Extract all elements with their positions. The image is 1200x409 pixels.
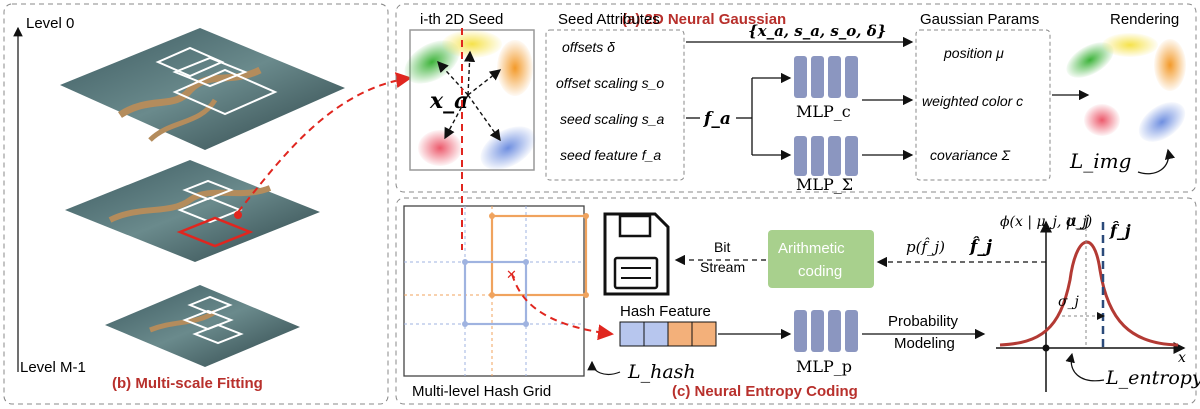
arith-label-1: Arithmetic — [778, 240, 845, 257]
arithmetic-coding-box — [768, 230, 874, 288]
prob-modeling-1: Probability — [888, 313, 959, 330]
attr-seed-feature: seed feature f_a — [560, 147, 661, 163]
terrain-layer-1 — [65, 160, 320, 262]
feature-label: f_a — [703, 109, 731, 129]
mlp-p-label: MLP_p — [796, 357, 852, 376]
panel-multiscale-fitting: Level 0 Level M-1 (b) Multi-scale Fittin… — [3, 3, 389, 405]
panel-c-title: (c) Neural Entropy Coding — [672, 383, 858, 400]
seed-box: x_a — [404, 29, 536, 171]
param-color: weighted color c — [922, 93, 1023, 109]
rendered-gaussians — [1066, 33, 1186, 142]
hash-grid: ✕ Multi-level Hash Grid — [403, 205, 589, 400]
seed-header: i-th 2D Seed — [420, 11, 503, 28]
fhat-label: f̂_j — [969, 237, 993, 257]
entropy-curve-plot: ϕ(x | μ_j, σ_j) μ_j f̂_j σ_j x L_entropy — [996, 211, 1200, 392]
link-to-seed — [237, 72, 412, 213]
panel-b-title: (b) Multi-scale Fitting — [112, 375, 263, 392]
attr-offsets: offsets δ — [562, 39, 615, 55]
panel-a-title: (a) 2D Neural Gaussian — [622, 11, 786, 28]
hash-grid-label: Multi-level Hash Grid — [412, 383, 551, 400]
level-m1-label: Level M-1 — [20, 359, 86, 376]
mlp-sigma-label: MLP_Σ — [796, 175, 853, 194]
panel-2d-neural-gaussian: (a) 2D Neural Gaussian i-th 2D Seed x_a … — [395, 3, 1197, 194]
mlp-p-block: MLP_p — [794, 310, 858, 376]
fhat-curve-label: f̂_j — [1109, 221, 1131, 240]
params-header: Gaussian Params — [920, 11, 1039, 28]
mlp-c-label: MLP_c — [796, 102, 851, 121]
selected-region — [176, 216, 254, 248]
tuple-label: {x_a, s_a, s_o, δ} — [748, 22, 886, 40]
param-covariance: covariance Σ — [930, 147, 1011, 163]
bitstream-label-2: Stream — [700, 259, 745, 275]
sigma-label: σ_j — [1058, 294, 1080, 310]
hash-feature-vector — [619, 321, 717, 347]
panel-neural-entropy-coding: (c) Neural Entropy Coding ✕ Multi-level … — [395, 28, 1200, 405]
attributes-header: Seed Attributes — [558, 11, 660, 28]
grid-to-feature-link — [511, 273, 614, 341]
terrain-layer-0 — [60, 28, 345, 150]
loss-img-label: L_img — [1069, 149, 1131, 173]
panel-a-border — [395, 3, 1197, 193]
bitstream-label-1: Bit — [714, 239, 730, 255]
mu-label: μ_j — [1066, 211, 1089, 230]
level-0-label: Level 0 — [26, 15, 74, 32]
prob-label: p(f̂_j) — [906, 238, 945, 256]
param-position: position μ — [943, 45, 1004, 61]
loss-entropy-label: L_entropy — [1105, 367, 1200, 389]
panel-c-border — [395, 197, 1197, 405]
mlp-c-block: MLP_c — [794, 56, 858, 121]
params-box — [915, 29, 1051, 181]
panel-b-border — [3, 3, 389, 405]
arith-label-2: coding — [798, 263, 842, 280]
x-axis-label: x — [1178, 350, 1186, 366]
prob-modeling-2: Modeling — [894, 335, 955, 352]
hash-feature-label: Hash Feature — [620, 303, 711, 320]
save-disk-icon — [603, 212, 670, 296]
rendering-header: Rendering — [1110, 11, 1179, 28]
attributes-box — [545, 29, 685, 181]
loss-hash-label: L_hash — [627, 361, 696, 383]
terrain-layer-2 — [105, 285, 300, 367]
curve-function-label: ϕ(x | μ_j, σ_j) — [1000, 214, 1092, 230]
attr-seed-scaling: seed scaling s_a — [560, 111, 665, 127]
mlp-sigma-block: MLP_Σ — [794, 136, 858, 194]
attr-offset-scaling: offset scaling s_o — [556, 75, 664, 91]
